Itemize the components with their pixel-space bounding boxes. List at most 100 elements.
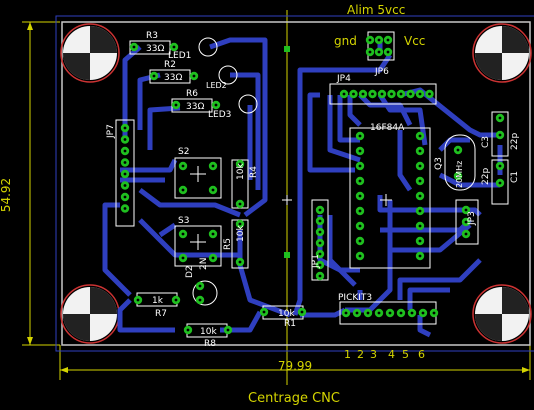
arrow-icon <box>27 22 33 30</box>
value-r2: 33Ω <box>164 73 182 83</box>
pad-drill-hole <box>418 254 422 258</box>
pad-drill-hole <box>418 224 422 228</box>
pad-drill-hole <box>421 311 425 315</box>
fiducial-marker <box>284 46 290 52</box>
pad-drill-hole <box>366 311 370 315</box>
pad-drill-hole <box>418 149 422 153</box>
pad-drill-hole <box>211 256 215 260</box>
pad-drill-hole <box>344 311 348 315</box>
pad-drill-hole <box>318 241 322 245</box>
mounting-hole-top-left <box>60 23 120 83</box>
pad-drill-hole <box>358 224 362 228</box>
board-keepout <box>55 15 534 352</box>
pad-drill-hole <box>358 209 362 213</box>
ref-c3: C3 <box>481 136 491 148</box>
pad-drill-hole <box>318 230 322 234</box>
ref-jp6: JP6 <box>374 67 389 77</box>
value-r5: 10k <box>236 225 246 242</box>
pad-drill-hole <box>456 148 460 152</box>
value-r3: 33Ω <box>146 44 164 54</box>
ref-s2: S2 <box>178 147 189 157</box>
pad-drill-hole <box>418 164 422 168</box>
value-d2: 2N <box>199 258 209 270</box>
ref-ic: 16F84A <box>370 123 405 133</box>
board-title: Centrage CNC <box>248 391 340 406</box>
pad-drill-hole <box>399 92 403 96</box>
pad-drill-hole <box>318 263 322 267</box>
ref-jp3: JP3 <box>467 211 477 226</box>
pads <box>120 35 505 335</box>
pad-drill-hole <box>368 50 372 54</box>
ref-led3: LED3 <box>208 110 231 120</box>
pad-drill-hole <box>318 219 322 223</box>
pad-drill-hole <box>358 149 362 153</box>
pad-drill-hole <box>410 311 414 315</box>
pad-drill-hole <box>238 260 242 264</box>
width-dimension-label: 79.99 <box>278 359 312 373</box>
pad-drill-hole <box>399 311 403 315</box>
board-outline <box>61 21 531 346</box>
value-r4: 10k <box>236 163 246 180</box>
ref-r1: R1 <box>284 319 296 329</box>
copper-traces <box>102 37 503 338</box>
ref-s3: S3 <box>178 216 189 226</box>
pad-drill-hole <box>300 310 304 314</box>
pad-drill-hole <box>418 179 422 183</box>
pad-drill-hole <box>181 232 185 236</box>
pad-drill-hole <box>226 328 230 332</box>
pad-drill-hole <box>390 92 393 96</box>
pad-drill-hole <box>262 310 266 314</box>
pad-drill-hole <box>377 38 381 42</box>
ref-jp7: JP7 <box>106 124 116 139</box>
pad-drill-hole <box>192 74 196 78</box>
pad-drill-hole <box>172 45 176 49</box>
ref-jp4: JP4 <box>336 74 351 84</box>
gnd-label: gnd <box>334 34 357 48</box>
pad-drill-hole <box>498 181 502 185</box>
arrow-icon <box>60 367 68 373</box>
pad-drill-hole <box>377 50 381 54</box>
pad-drill-hole <box>358 179 362 183</box>
vcc-label: Vcc <box>404 34 425 48</box>
pad-drill-hole <box>355 311 359 315</box>
pad-drill-hole <box>358 134 362 138</box>
pad-drill-hole <box>211 188 215 192</box>
pin-number: 2 <box>357 348 364 361</box>
pad-drill-hole <box>211 232 215 236</box>
ref-pickit: PICKIT3 <box>338 293 372 303</box>
fiducial-marker <box>284 252 290 258</box>
pad-drill-hole <box>377 311 381 315</box>
pad-drill-hole <box>428 92 431 96</box>
pad-drill-hole <box>132 45 136 49</box>
pad-drill-hole <box>498 164 502 168</box>
pin-number: 4 <box>388 348 395 361</box>
pad-drill-hole <box>174 298 178 302</box>
power-supply-label: Alim 5vcc <box>347 3 405 17</box>
pad-drill-hole <box>152 74 156 78</box>
pad-drill-hole <box>181 256 185 260</box>
pad-drill-hole <box>358 239 362 243</box>
pad-drill-hole <box>181 188 185 192</box>
pad-drill-hole <box>432 311 436 315</box>
pad-drill-hole <box>198 298 202 302</box>
pad-drill-hole <box>456 174 460 178</box>
pad-drill-hole <box>358 164 362 168</box>
pad-drill-hole <box>238 202 242 206</box>
pad-drill-hole <box>123 207 127 210</box>
value-crystal: 20MHz <box>455 161 464 188</box>
mounting-hole-bottom-left <box>60 284 120 344</box>
pad-drill-hole <box>371 92 374 96</box>
pad-drill-hole <box>318 208 322 212</box>
ref-r8: R8 <box>204 339 216 349</box>
pad-drill-hole <box>123 195 127 199</box>
pad-drill-hole <box>123 161 127 164</box>
pad-drill-hole <box>418 194 422 198</box>
center-crosshair-icon <box>282 195 292 205</box>
pad-drill-hole <box>352 92 355 96</box>
component-labels: R3 33Ω LED1 R2 33Ω LED2 R6 33Ω LED3 JP7 … <box>106 31 520 349</box>
pad-drill-hole <box>418 209 422 213</box>
pin-number: 5 <box>402 348 409 361</box>
pad-drill-hole <box>211 164 215 168</box>
pad-drill-hole <box>464 220 468 224</box>
